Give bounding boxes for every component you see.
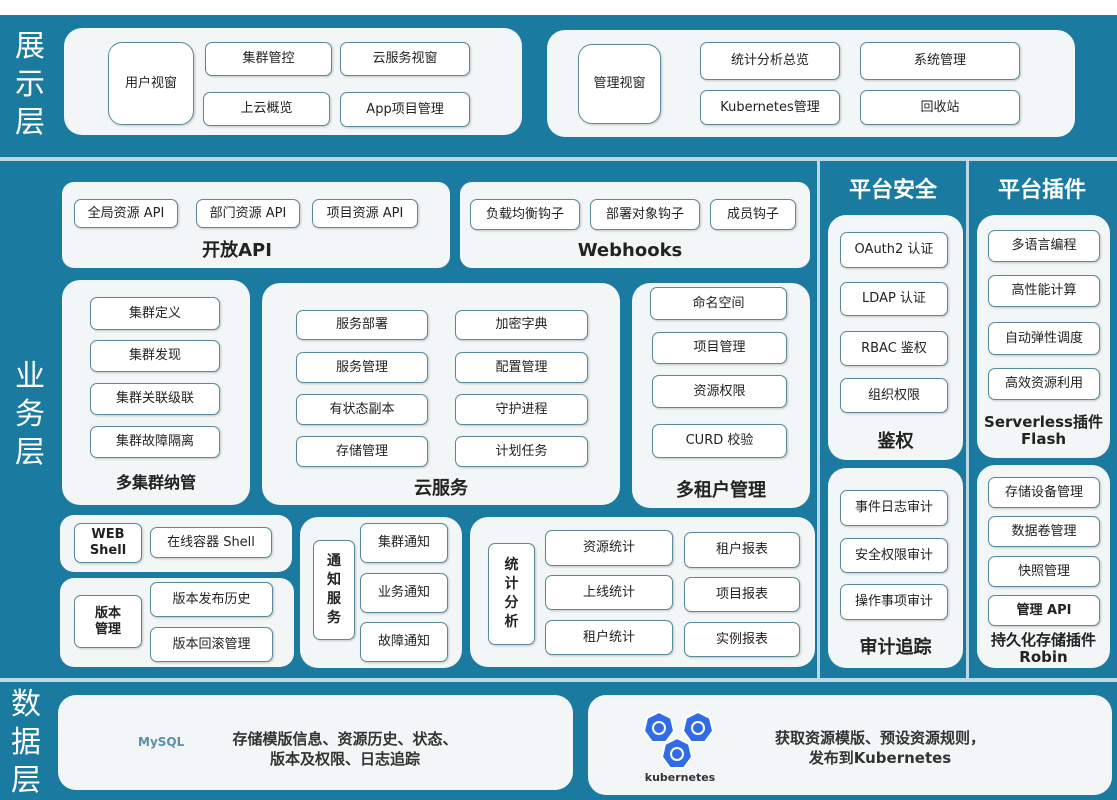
- presentation-item: 统计分析总览: [700, 42, 840, 80]
- webhooks-title: Webhooks: [577, 240, 683, 261]
- storage-item: 管理 API: [988, 595, 1100, 626]
- multi-tenant-item: CURD 校验: [652, 424, 787, 458]
- version-item: 版本发布历史: [150, 582, 273, 617]
- cloud-service-item: 加密字典: [455, 310, 588, 340]
- storage-item: 快照管理: [988, 556, 1100, 587]
- kubernetes-logo-text: kubernetes: [644, 771, 716, 784]
- stats-item: 租户报表: [684, 532, 800, 568]
- audit-title: 审计追踪: [859, 637, 932, 658]
- mysql-description-line2: 版本及权限、日志追踪: [269, 750, 420, 768]
- stats-item: 实例报表: [684, 622, 800, 657]
- cloud-service-item: 配置管理: [455, 352, 588, 383]
- cloud-service-item: 守护进程: [455, 394, 588, 425]
- multi-tenant-item: 项目管理: [652, 332, 787, 364]
- layer-divider: [0, 157, 1117, 161]
- open-api-item: 全局资源 API: [74, 199, 178, 228]
- open-api-item: 项目资源 API: [312, 199, 418, 228]
- cloud-service-item: 服务管理: [296, 352, 428, 383]
- multi-tenant-item: 命名空间: [650, 287, 787, 320]
- webhook-item: 负载均衡钩子: [470, 199, 580, 230]
- serverless-subtitle: Flash: [1020, 430, 1067, 448]
- layer-divider: [0, 678, 1117, 682]
- user-view-box: 用户视窗: [108, 42, 194, 125]
- mysql-description-line1: 存储模版信息、资源历史、状态、: [232, 730, 458, 748]
- presentation-layer-label: 展示层: [15, 29, 45, 140]
- serverless-title: Serverless插件: [984, 413, 1103, 431]
- storage-item: 数据卷管理: [988, 516, 1100, 547]
- presentation-item: 云服务视窗: [340, 42, 470, 76]
- cloud-service-item: 服务部署: [296, 310, 428, 340]
- kubernetes-description-line1: 获取资源模版、预设资源规则，: [774, 729, 985, 747]
- multi-tenant-title: 多租户管理: [676, 480, 766, 501]
- admin-view-box: 管理视窗: [578, 44, 661, 124]
- cloud-service-item: 存储管理: [296, 436, 428, 467]
- web-shell-item: 在线容器 Shell: [150, 527, 272, 558]
- mysql-logo: MySQL: [138, 735, 185, 749]
- presentation-item: Kubernetes管理: [700, 90, 840, 125]
- auth-item: OAuth2 认证: [840, 232, 948, 268]
- storage-item: 存储设备管理: [988, 477, 1100, 508]
- cloud-service-item: 有状态副本: [296, 394, 428, 425]
- serverless-item: 高效资源利用: [988, 368, 1100, 400]
- auth-item: RBAC 鉴权: [840, 331, 948, 366]
- serverless-item: 高性能计算: [988, 275, 1100, 307]
- version-item: 版本回滚管理: [150, 627, 273, 662]
- multi-cluster-item: 集群定义: [90, 297, 220, 330]
- open-api-title: 开放API: [202, 240, 272, 261]
- multi-cluster-title: 多集群纳管: [115, 473, 196, 492]
- notify-item: 业务通知: [360, 573, 448, 613]
- notify-label-text: 通知服务: [327, 553, 341, 626]
- presentation-item: App项目管理: [340, 92, 470, 127]
- notify-item: 故障通知: [360, 622, 448, 662]
- column-divider: [817, 161, 820, 678]
- stats-item: 租户统计: [545, 620, 673, 655]
- multi-tenant-item: 资源权限: [652, 375, 787, 408]
- cloud-service-item: 计划任务: [455, 436, 588, 467]
- stats-label-text: 统计分析: [504, 557, 519, 630]
- storage-title: 持久化存储插件: [990, 631, 1096, 649]
- audit-item: 安全权限审计: [840, 538, 948, 573]
- version-label: 版本管理: [74, 595, 142, 648]
- multi-cluster-item: 集群发现: [90, 340, 220, 372]
- kubernetes-description-line2: 发布到Kubernetes: [808, 749, 952, 767]
- kubernetes-icon: [643, 710, 715, 769]
- security-title: 平台安全: [848, 178, 937, 203]
- cloud-service-title: 云服务: [414, 478, 468, 499]
- storage-subtitle: Robin: [1019, 648, 1068, 666]
- presentation-item: 回收站: [860, 90, 1020, 125]
- column-divider: [966, 161, 969, 678]
- plugins-title: 平台插件: [997, 178, 1086, 203]
- stats-item: 上线统计: [545, 575, 673, 610]
- web-shell-label: WEB Shell: [74, 523, 142, 563]
- notify-item: 集群通知: [360, 523, 448, 563]
- serverless-item: 自动弹性调度: [988, 322, 1100, 355]
- auth-item: LDAP 认证: [840, 282, 948, 316]
- presentation-item: 集群管控: [205, 42, 332, 76]
- auth-title: 鉴权: [877, 431, 914, 452]
- webhook-item: 成员钩子: [710, 199, 796, 230]
- mysql-panel: [58, 695, 573, 790]
- stats-label: 统计分析: [488, 543, 535, 645]
- stats-item: 项目报表: [684, 577, 800, 612]
- business-layer-label: 业务层: [15, 359, 45, 470]
- audit-item: 事件日志审计: [840, 490, 948, 526]
- stats-item: 资源统计: [545, 530, 673, 566]
- webhook-item: 部署对象钩子: [590, 199, 700, 230]
- presentation-item: 上云概览: [203, 92, 330, 126]
- presentation-item: 系统管理: [860, 42, 1020, 80]
- notify-label: 通知服务: [313, 540, 355, 640]
- serverless-item: 多语言编程: [988, 230, 1100, 262]
- auth-item: 组织权限: [840, 378, 948, 413]
- multi-cluster-item: 集群关联级联: [90, 383, 220, 415]
- multi-cluster-item: 集群故障隔离: [90, 426, 220, 458]
- data-layer-label: 数据层: [11, 687, 41, 798]
- open-api-item: 部门资源 API: [196, 199, 300, 228]
- audit-item: 操作事项审计: [840, 584, 948, 620]
